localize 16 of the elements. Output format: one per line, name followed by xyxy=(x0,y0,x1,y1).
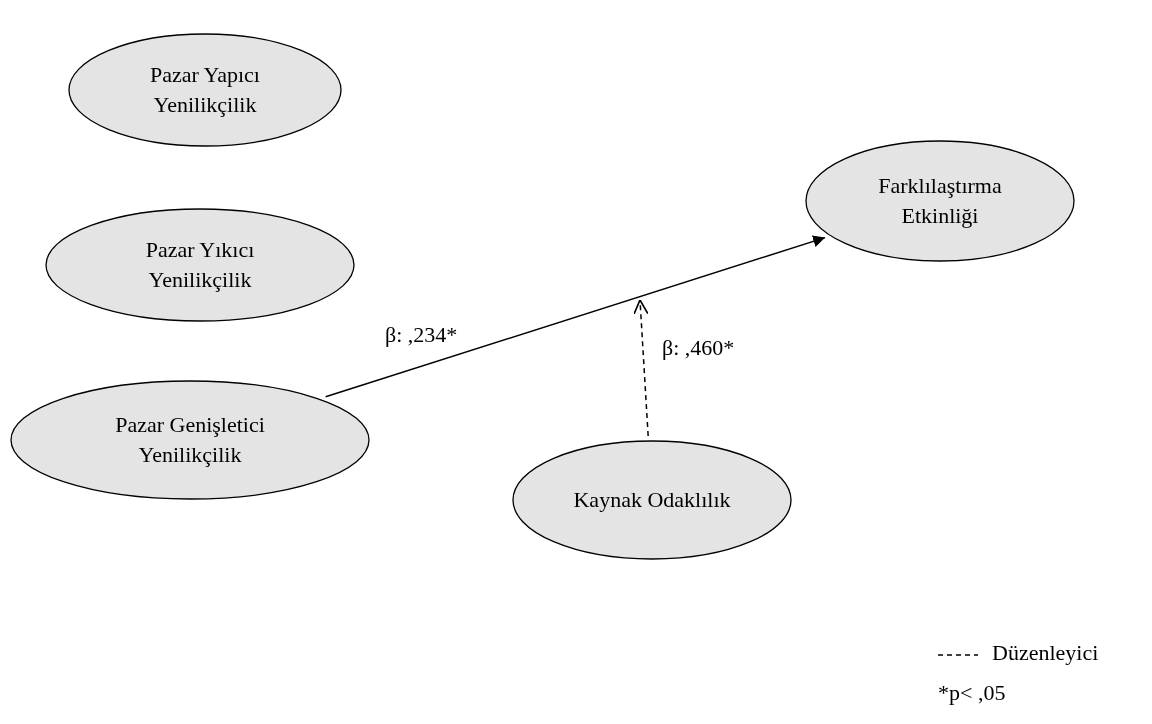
oval-node xyxy=(45,208,355,322)
oval-node xyxy=(68,33,342,147)
node-label: Farklılaştırma Etkinliği xyxy=(877,172,1003,230)
legend-label: Düzenleyici xyxy=(992,640,1099,666)
oval-node xyxy=(805,140,1075,262)
note: *p< ,05 xyxy=(938,680,1006,706)
node-label: Pazar Genişletici Yenilikçilik xyxy=(114,411,266,469)
node-label: Kaynak Odaklılık xyxy=(573,486,731,515)
node-label: Pazar Yıkıcı Yenilikçilik xyxy=(144,236,256,294)
edge-label: β: ,234* xyxy=(385,322,458,348)
arrow xyxy=(633,299,649,437)
oval-node xyxy=(512,440,792,560)
node-label: Pazar Yapıcı Yenilikçilik xyxy=(149,61,261,119)
arrow xyxy=(324,235,826,398)
edge-label: β: ,460* xyxy=(662,335,735,361)
oval-node xyxy=(10,380,370,500)
